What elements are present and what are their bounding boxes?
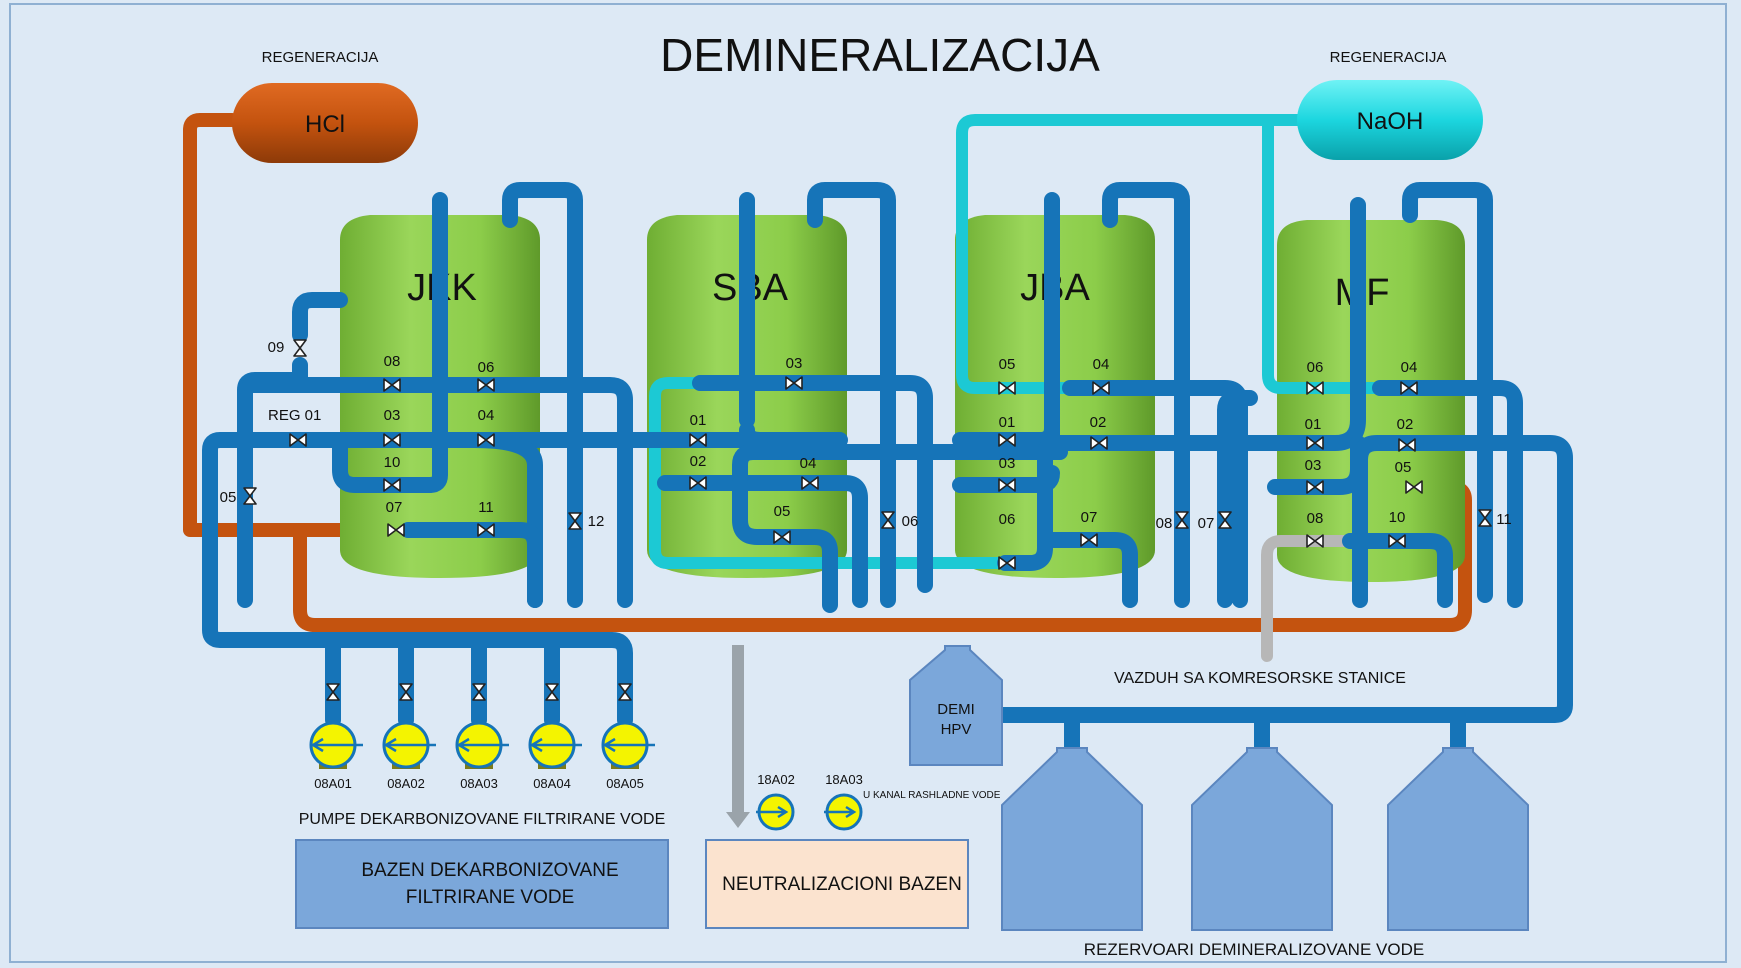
valve-mf-06-label: 06 <box>1307 359 1324 376</box>
valve-jkk-07-label: 07 <box>386 499 403 516</box>
pump-08a04-label: 08A04 <box>533 776 571 791</box>
valve-jkk-08-label: 08 <box>384 353 401 370</box>
canal-note: U KANAL RASHLADNE VODE <box>863 790 1001 801</box>
pump-08a01[interactable]: 08A01 <box>309 721 363 791</box>
demi-hpv-line2: HPV <box>941 721 972 738</box>
pump-08a05-label: 08A05 <box>606 776 644 791</box>
pump-08a05[interactable]: 08A05 <box>601 721 655 791</box>
valve-mf-01-label: 01 <box>1305 416 1322 433</box>
reservoir-3 <box>1387 747 1529 931</box>
valve-jba-02-label: 02 <box>1090 414 1107 431</box>
naoh-tank: NaOH <box>1297 80 1483 160</box>
valve-jkk-03-label: 03 <box>384 407 401 424</box>
frame <box>9 3 1727 963</box>
valve-jkk-06-label: 06 <box>478 359 495 376</box>
valve-jba-05-label: 05 <box>999 356 1016 373</box>
air-label: VAZDUH SA KOMRESORSKE STANICE <box>1114 670 1406 687</box>
demi-hpv-line1: DEMI <box>937 701 975 718</box>
pump-direction-icon <box>383 737 436 753</box>
air-pipe <box>1261 535 1356 662</box>
pump-08a03-label: 08A03 <box>460 776 498 791</box>
valve-sba-05-label: 05 <box>774 503 791 520</box>
neutralization-pool-label: NEUTRALIZACIONI BAZEN <box>722 874 962 895</box>
valve-jkk-04-label: 04 <box>478 407 495 424</box>
valve-jba-07-label: 07 <box>1081 509 1098 526</box>
pump-08a04[interactable]: 08A04 <box>528 721 582 791</box>
valve-jkk-10-label: 10 <box>384 454 401 471</box>
valve-sba-03-label: 03 <box>786 355 803 372</box>
valve-reg01-label: REG 01 <box>268 407 321 424</box>
valve-mf-03-label: 03 <box>1305 457 1322 474</box>
valves: 08 06 03 04 10 07 11 09 REG 01 05 12 03 … <box>220 339 1512 701</box>
valve-09-label: 09 <box>268 339 285 356</box>
valve-mf-04-label: 04 <box>1401 359 1418 376</box>
valve-jba-08-label: 08 <box>1156 515 1173 532</box>
valve-sba-06-label: 06 <box>902 513 919 530</box>
pump-08a02-label: 08A02 <box>387 776 425 791</box>
pump-direction-icon <box>456 737 509 753</box>
hcl-label: HCl <box>305 111 345 138</box>
valve-12-label: 12 <box>588 513 605 530</box>
valve-09[interactable] <box>293 339 307 357</box>
pump-direction-icon <box>310 737 363 753</box>
valve-mf-05-label: 05 <box>1395 459 1412 476</box>
valve-jba-03-label: 03 <box>999 455 1016 472</box>
pump-direction-icon <box>756 805 789 819</box>
pump-18a02-label: 18A02 <box>757 772 795 787</box>
reservoir-1 <box>1001 747 1143 931</box>
reservoirs-caption: REZERVOARI DEMINERALIZOVANE VODE <box>1084 940 1424 959</box>
valve-sba-02-label: 02 <box>690 453 707 470</box>
demi-hpv-tank: DEMI HPV <box>909 645 1003 766</box>
pool-decarbonized: BAZEN DEKARBONIZOVANE FILTRIRANE VODE <box>295 839 669 929</box>
valve-jkk-11-label: 11 <box>478 499 494 516</box>
valve-sba-04-label: 04 <box>800 455 817 472</box>
pump-18a02[interactable]: 18A02 <box>756 772 795 831</box>
neutralization-pool: NEUTRALIZACIONI BAZEN <box>705 839 969 929</box>
regeneration-label-left: REGENERACIJA <box>262 49 379 66</box>
reservoirs <box>1001 747 1529 931</box>
water-pipes <box>202 182 1573 760</box>
pump-08a03[interactable]: 08A03 <box>455 721 509 791</box>
caustic-pipes <box>649 114 1386 569</box>
reservoir-2 <box>1191 747 1333 931</box>
pump-18a03-label: 18A03 <box>825 772 863 787</box>
pool-decarbonized-line1: BAZEN DEKARBONIZOVANE <box>361 860 618 881</box>
hcl-tank: HCl <box>232 83 418 163</box>
regeneration-label-right: REGENERACIJA <box>1330 49 1447 66</box>
tank-mf: MF <box>1277 220 1465 582</box>
valve-mf-02-label: 02 <box>1397 416 1414 433</box>
valve-mf-11-label: 11 <box>1496 511 1512 528</box>
page-title: DEMINERALIZACIJA <box>660 29 1100 81</box>
drain-arrow <box>726 645 750 828</box>
valve-jba-07b-label: 07 <box>1198 515 1215 532</box>
pump-direction-icon <box>529 737 582 753</box>
pump-direction-icon <box>602 737 655 753</box>
pool-decarbonized-line2: FILTRIRANE VODE <box>406 887 575 908</box>
valve-jba-06-label: 06 <box>999 511 1016 528</box>
valve-05-left-label: 05 <box>220 489 237 506</box>
valve-mf-10-label: 10 <box>1389 509 1406 526</box>
pump-row: 08A01 08A02 08A03 08A04 08A05 <box>309 721 655 791</box>
pump-08a02[interactable]: 08A02 <box>382 721 436 791</box>
pump-direction-icon <box>824 805 857 819</box>
pumps-caption: PUMPE DEKARBONIZOVANE FILTRIRANE VODE <box>299 811 666 828</box>
valve-sba-01-label: 01 <box>690 412 707 429</box>
valve-jba-01-label: 01 <box>999 414 1016 431</box>
valve-jba-04-label: 04 <box>1093 356 1110 373</box>
pump-08a01-label: 08A01 <box>314 776 352 791</box>
pump-18a03[interactable]: 18A03 <box>824 772 863 831</box>
valve-mf-08-label: 08 <box>1307 510 1324 527</box>
naoh-label: NaOH <box>1357 108 1424 135</box>
